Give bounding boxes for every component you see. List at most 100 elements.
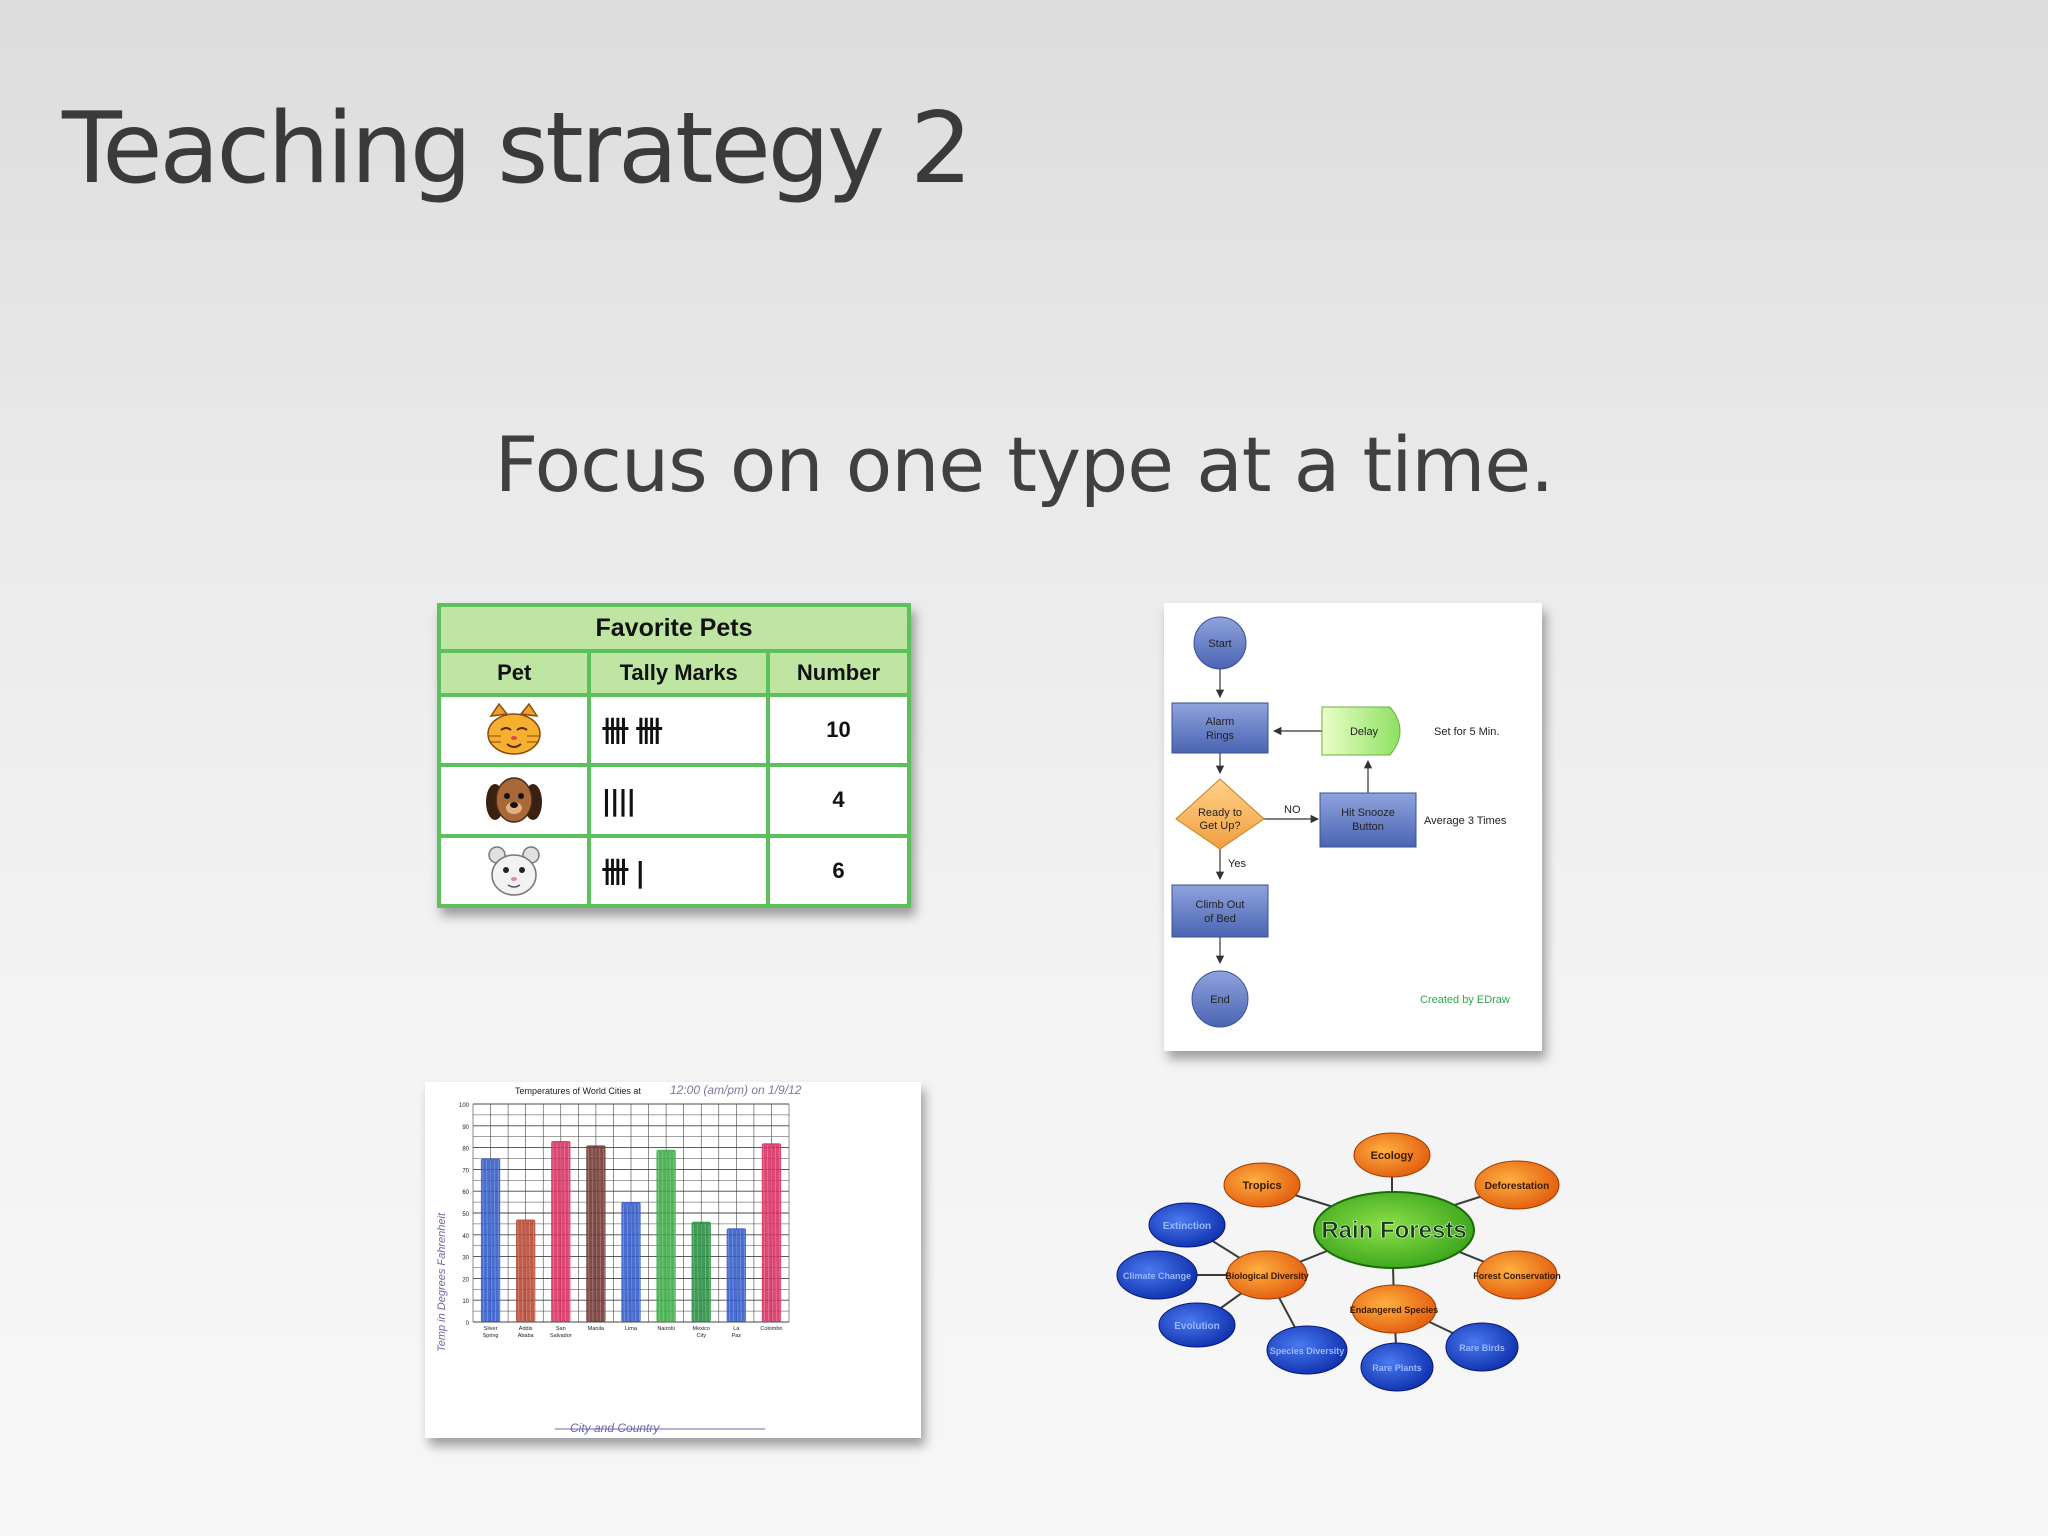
y-tick-label: 50 (462, 1212, 469, 1218)
bar-texture (630, 1204, 633, 1322)
alarm-flowchart-image: Start Alarm Rings Delay Set for 5 Min. R… (1164, 603, 1542, 1051)
x-tick-label: City (696, 1333, 706, 1339)
node-species-diversity (1266, 1325, 1348, 1375)
delay-label: Delay (1350, 726, 1379, 738)
bar-texture (626, 1204, 629, 1322)
y-tick-label: 60 (462, 1190, 469, 1196)
end-label: End (1210, 994, 1230, 1006)
graph-title-handwritten: 12:00 (am/pm) on 1/9/12 (670, 1083, 802, 1097)
column-header-number: Number (765, 649, 912, 697)
decision-label-line2: Get Up? (1200, 820, 1241, 832)
climb-label-line2: of Bed (1204, 913, 1236, 925)
node-label: Forest Conservation (1473, 1271, 1561, 1281)
y-tick-label: 30 (462, 1256, 469, 1262)
delay-note: Set for 5 Min. (1434, 726, 1499, 738)
y-tick-label: 100 (459, 1103, 470, 1109)
x-tick-label: Paz (732, 1333, 742, 1339)
snooze-node (1319, 792, 1417, 848)
bar-texture (693, 1223, 695, 1322)
x-tick-label: Nairobi (657, 1326, 674, 1332)
node-ecology (1353, 1132, 1431, 1178)
node-label: Tropics (1242, 1180, 1281, 1192)
node-label: Extinction (1163, 1221, 1211, 1232)
bar (656, 1149, 676, 1322)
node-label: Deforestation (1485, 1181, 1549, 1192)
bar-graph: Temperatures of World Cities at 12:00 (a… (436, 1083, 802, 1435)
count-value: 4 (765, 763, 912, 838)
bar-texture (591, 1147, 594, 1322)
bar-texture (560, 1143, 563, 1322)
alarm-node (1171, 702, 1269, 754)
node-evolution (1158, 1302, 1236, 1348)
table-caption: Favorite Pets (437, 603, 911, 653)
snooze-label-line2: Button (1352, 821, 1384, 833)
climb-label-line1: Climb Out (1196, 899, 1245, 911)
bar-texture (517, 1221, 520, 1322)
column-header-tally: Tally Marks (587, 649, 770, 697)
node-climate-change (1116, 1250, 1198, 1300)
delay-node (1321, 706, 1401, 756)
x-tick-label: Lima (625, 1326, 638, 1332)
tally-marks: |||| (587, 763, 770, 838)
node-rare-birds (1445, 1322, 1519, 1372)
bar-texture (603, 1147, 605, 1322)
x-tick-label: Manila (588, 1326, 605, 1332)
dog-face-icon (486, 777, 543, 824)
bar (761, 1143, 782, 1322)
table-row: |||| 4 (436, 763, 912, 838)
table-row: 卌 | 6 (436, 833, 912, 909)
node-label: Rare Birds (1459, 1343, 1505, 1353)
decision-label-line1: Ready to (1198, 807, 1242, 819)
slide-subtitle: Focus on one type at a time. (494, 420, 1555, 509)
yes-label: Yes (1228, 858, 1246, 870)
node-label: Rare Plants (1372, 1363, 1422, 1373)
climb-out-node (1171, 884, 1269, 938)
favorite-pets-table-image: Favorite Pets Pet Tally Marks Number 卌 卌… (436, 603, 912, 909)
y-tick-label: 10 (462, 1299, 469, 1305)
tally-marks: 卌 | (587, 833, 770, 909)
bar-texture (521, 1221, 524, 1322)
start-node (1193, 616, 1247, 670)
node-label: Evolution (1174, 1321, 1220, 1332)
bar-texture (599, 1147, 602, 1322)
bar (586, 1145, 606, 1322)
bar-texture (763, 1145, 766, 1322)
bar (621, 1202, 641, 1322)
rain-forests-mind-map-image: Rain Forests Ecology Tropics Deforestati… (1116, 1132, 1561, 1392)
bar-texture (595, 1147, 598, 1322)
node-label: Species Diversity (1270, 1346, 1345, 1356)
bar-texture (732, 1230, 734, 1322)
bar-texture (673, 1151, 676, 1322)
node-deforestation (1474, 1160, 1560, 1210)
bar-texture (552, 1143, 555, 1322)
tally-marks: 卌 卌 (587, 692, 770, 768)
node-label: Ecology (1371, 1150, 1415, 1162)
bar-texture (529, 1221, 531, 1322)
bar-texture (661, 1151, 664, 1322)
no-label: NO (1284, 804, 1301, 816)
center-node: Rain Forests (1313, 1191, 1475, 1269)
bar-texture (775, 1145, 777, 1322)
alarm-label-line2: Rings (1206, 730, 1235, 742)
count-value: 10 (765, 692, 912, 768)
x-axis-label: City and Country (570, 1421, 660, 1435)
bar-texture (665, 1151, 668, 1322)
bar-texture (533, 1221, 535, 1322)
y-axis-label: Temp in Degrees Fahrenheit (436, 1212, 448, 1352)
bar-texture (700, 1223, 703, 1322)
x-tick-label: Addis (519, 1326, 533, 1332)
bar-texture (556, 1143, 559, 1322)
node-biological-diversity (1226, 1250, 1308, 1300)
center-node-label: Rain Forests (1321, 1217, 1466, 1244)
bar (516, 1219, 536, 1322)
bar (551, 1141, 571, 1322)
node-tropics (1223, 1162, 1301, 1208)
x-tick-label: Silver (484, 1326, 498, 1332)
bar (480, 1158, 501, 1322)
node-endangered-species (1351, 1284, 1437, 1334)
bar-texture (658, 1151, 660, 1322)
node-label: Endangered Species (1350, 1305, 1439, 1315)
bar-texture (587, 1147, 590, 1322)
node-rare-plants (1360, 1342, 1434, 1392)
hamster-face-icon (488, 846, 540, 896)
